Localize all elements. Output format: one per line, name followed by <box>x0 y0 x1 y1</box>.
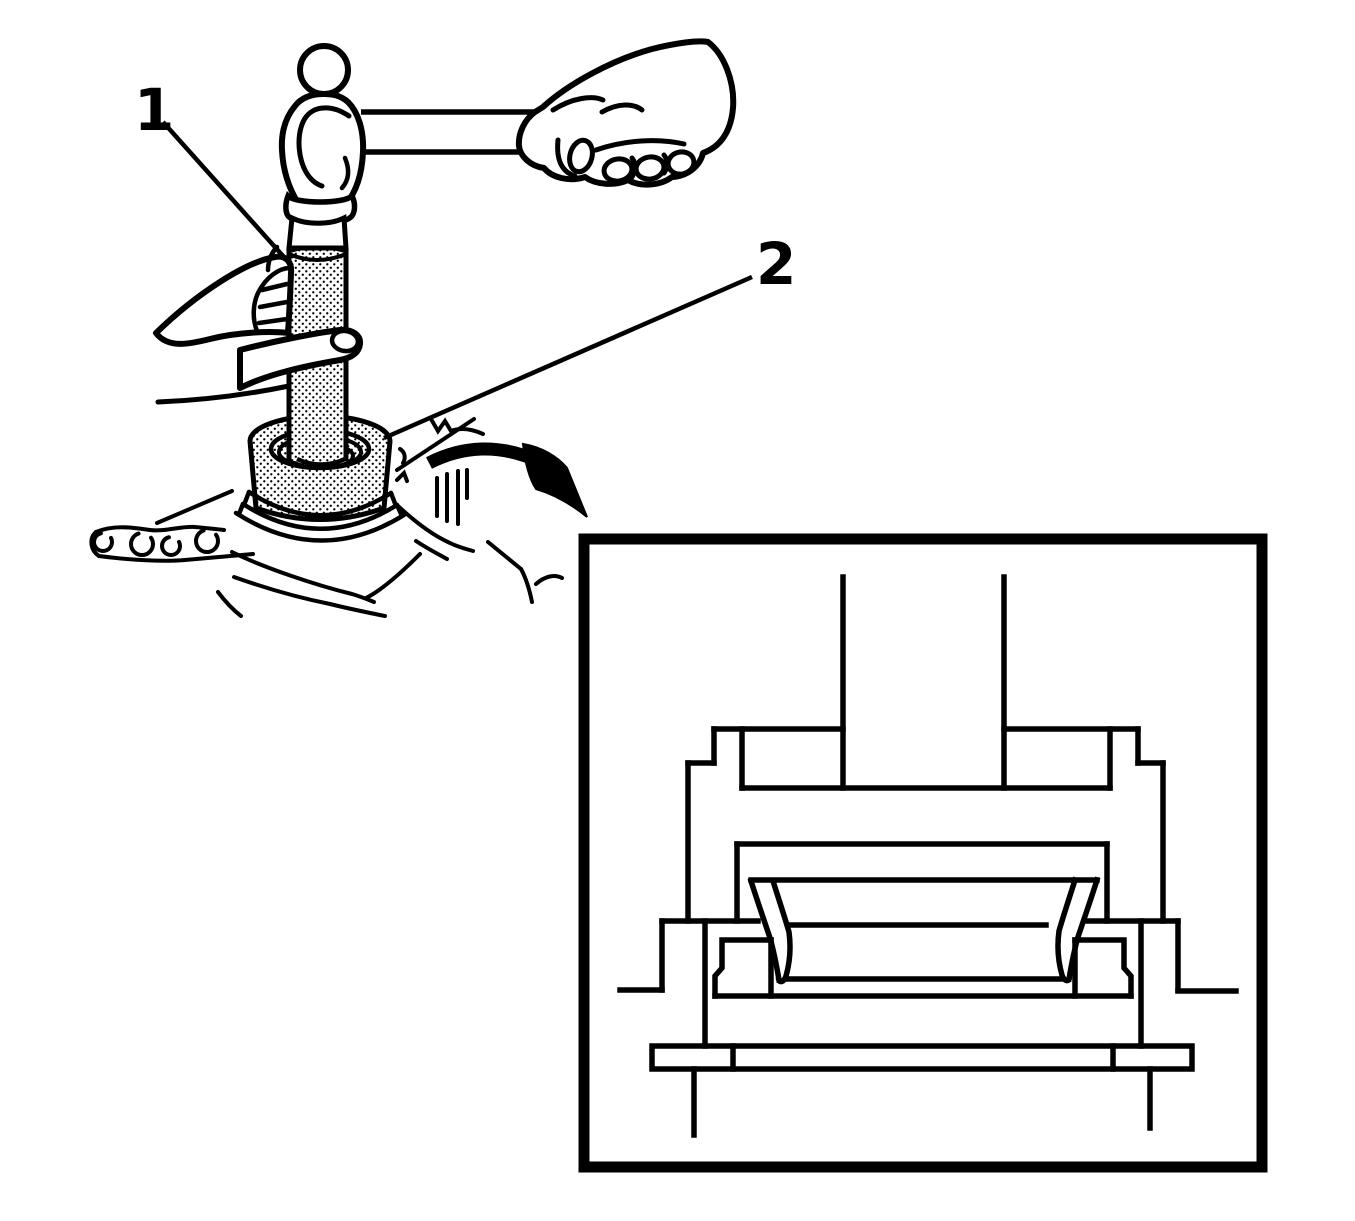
right-thumbnail <box>567 137 595 175</box>
xs-seat-block-right <box>1072 937 1134 999</box>
case-corner-curl <box>534 574 564 586</box>
right-hand-index-line <box>550 95 606 113</box>
bore-rim-arc <box>233 510 407 543</box>
case-sketch-arc <box>398 447 407 465</box>
right-hand <box>515 38 737 188</box>
callout-2-leader <box>383 274 753 441</box>
finger-crease <box>661 152 670 176</box>
callout-2: 2 <box>383 230 796 441</box>
bolt-hole <box>129 531 155 557</box>
callout-1-leader <box>161 120 294 268</box>
bore-rim-side <box>236 501 246 517</box>
bolt-hole <box>160 535 182 557</box>
hammer-neck <box>286 214 349 251</box>
finger-crease <box>257 299 290 310</box>
bolt-hole <box>92 531 114 553</box>
case-sketch-hook <box>216 590 243 618</box>
case-corner-hook <box>519 567 534 604</box>
detail-arrow-head <box>521 442 588 518</box>
transmission-case <box>89 417 564 618</box>
hammer <box>278 43 367 251</box>
right-hand-wrist-curve <box>599 102 645 115</box>
finger-crease <box>629 155 638 180</box>
case-flange-bottom-edge <box>97 552 255 563</box>
case-flange-top-edge <box>94 524 226 534</box>
xs-housing <box>617 918 1239 1049</box>
right-thumb-outline <box>555 137 578 179</box>
hammer-head-swirl-small <box>339 155 351 191</box>
xs-seat-block-left <box>712 937 774 999</box>
tool-shaft-base-arc <box>296 456 346 467</box>
case-sketch-claw <box>429 417 485 436</box>
left-hand-bottom-edge <box>155 383 292 405</box>
inset-box <box>578 533 1268 1173</box>
left-thumbnail <box>329 328 361 354</box>
bore-rim-arc <box>246 489 394 518</box>
case-corner-line <box>486 540 523 571</box>
finger-crease <box>259 281 290 293</box>
xs-flange-bar <box>649 1043 1195 1138</box>
case-contour-rise <box>364 552 422 600</box>
xs-seal-lip-left-inner <box>769 877 793 985</box>
case-edge-left-of-bore <box>155 489 234 525</box>
xs-seal-lip-right-inner <box>1055 876 1079 984</box>
hammer-head-swirl <box>296 105 352 189</box>
detail-arrow <box>426 442 588 518</box>
bore-rim-side <box>394 502 405 519</box>
tool-shaft-cap-bottom <box>288 252 347 262</box>
callout-1-label: 1 <box>134 76 174 144</box>
xs-sleeve <box>734 841 1110 924</box>
hammer-ball-peen <box>297 43 351 97</box>
callout-2-label: 2 <box>756 230 796 298</box>
callout-1: 1 <box>134 76 294 268</box>
left-hand <box>153 244 364 405</box>
left-index-finger <box>153 253 295 347</box>
case-wavy-right-short <box>414 539 449 561</box>
xs-driver-flange <box>685 726 1166 924</box>
xs-shaft <box>840 574 1007 791</box>
case-sketch-tick <box>395 469 409 483</box>
bore-rim-arc <box>240 501 400 531</box>
right-hand-knuckle-ridge <box>593 138 687 153</box>
case-flange-left-end <box>89 530 101 558</box>
finger-crease <box>256 316 290 326</box>
curled-finger <box>601 156 635 184</box>
cross-section <box>617 574 1239 1138</box>
case-contour-under-bore <box>230 550 376 604</box>
hammer-collar <box>283 191 358 227</box>
bolt-hole <box>194 528 220 554</box>
inset-box-border <box>578 533 1268 1173</box>
xs-seal-lip-right-outer <box>1065 876 1101 983</box>
case-wavy-right <box>396 504 475 553</box>
left-thumb <box>237 326 364 391</box>
case-contour-lower <box>232 575 387 618</box>
left-fingertip-edge <box>251 265 293 334</box>
